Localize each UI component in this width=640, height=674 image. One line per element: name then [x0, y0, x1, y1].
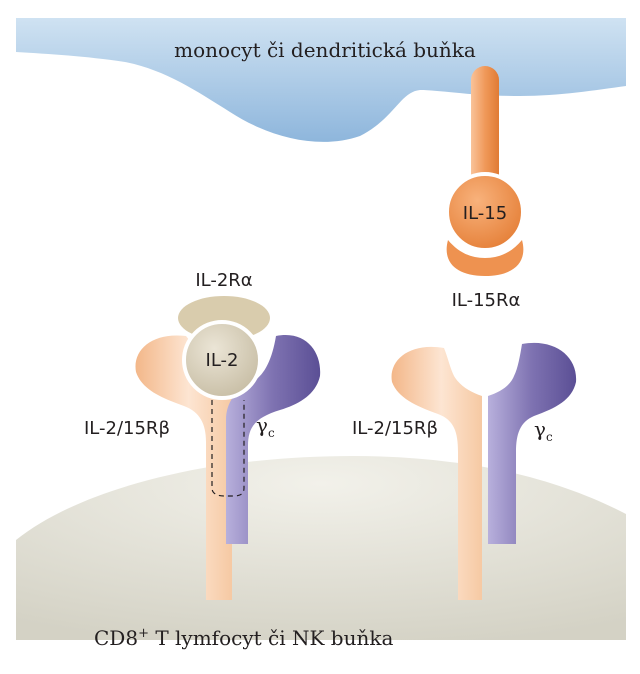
- il2-cytokine: [182, 320, 262, 400]
- target-cell-membrane: [16, 456, 626, 640]
- target-cell-label-main: CD8: [94, 626, 138, 650]
- left-gamma-subscript: c: [268, 426, 275, 440]
- left-gamma-label: γc: [256, 413, 275, 440]
- left-beta-chain: [135, 335, 232, 600]
- left-beta-label: IL-2/15Rβ: [84, 418, 170, 439]
- left-gamma-symbol: γ: [256, 413, 268, 437]
- il15ra-label: IL-15Rα: [452, 290, 521, 311]
- right-gamma-symbol: γ: [534, 417, 546, 441]
- apc-cell-membrane: [16, 18, 626, 142]
- il15ra-cup: [446, 240, 524, 276]
- right-gamma-label: γc: [534, 417, 553, 444]
- right-beta-chain: [391, 346, 482, 600]
- il15-label: IL-15: [463, 203, 507, 224]
- apc-cell-label: monocyt či dendritická buňka: [174, 38, 476, 62]
- target-cell-label-rest: T lymfocyt či NK buňka: [149, 626, 393, 650]
- il15-cytokine: [445, 172, 525, 252]
- il2-binding-pocket: [211, 400, 245, 497]
- target-cell-label: CD8+ T lymfocyt či NK buňka: [94, 626, 393, 650]
- target-cell-label-sup: +: [138, 626, 149, 641]
- right-gamma-chain: [488, 342, 577, 544]
- right-beta-label: IL-2/15Rβ: [352, 418, 438, 439]
- right-gamma-subscript: c: [546, 430, 553, 444]
- il2ra-label: IL-2Rα: [195, 270, 252, 291]
- il2-label: IL-2: [206, 350, 239, 371]
- il15ra-stalk: [471, 66, 499, 188]
